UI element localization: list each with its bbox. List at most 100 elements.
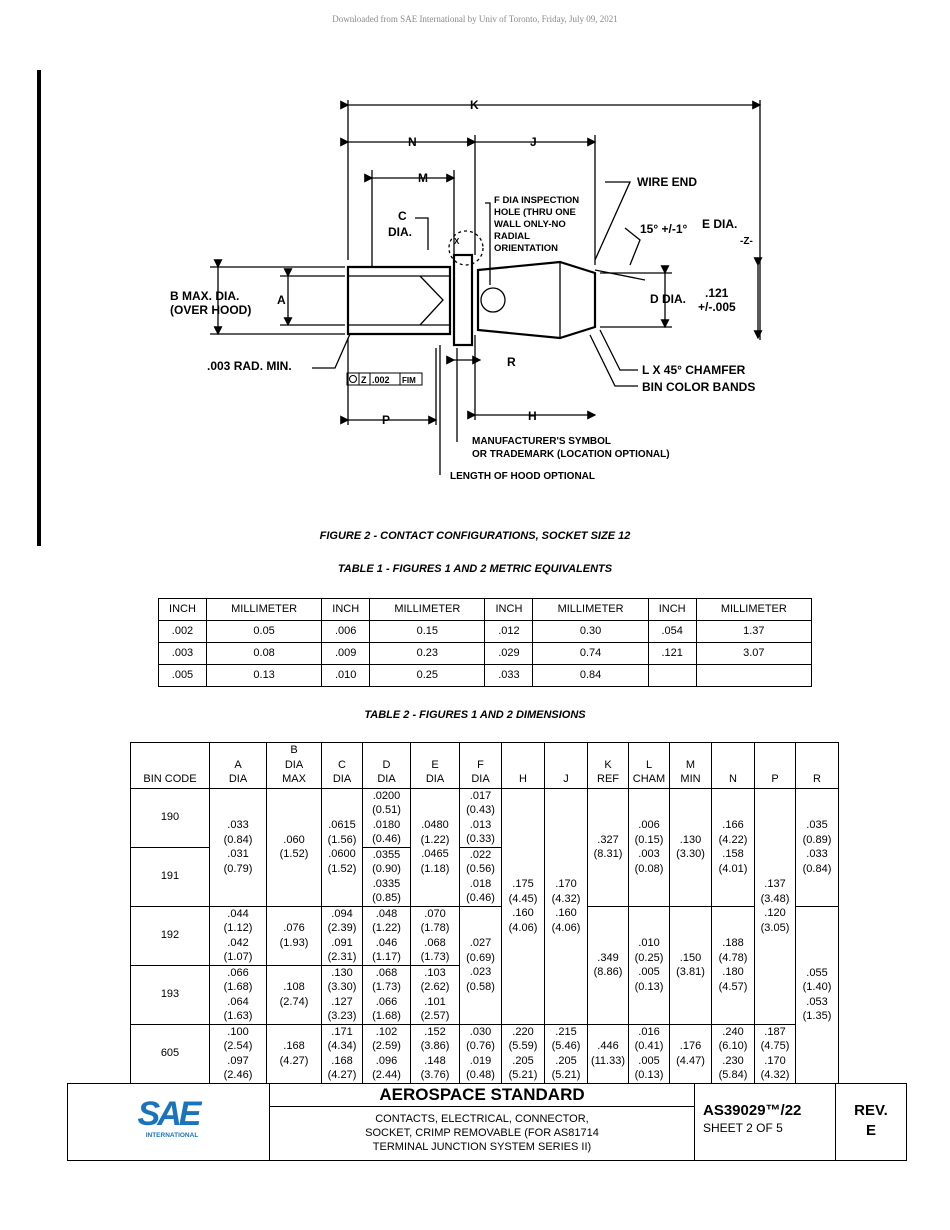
- c-dia-cell: .0615 (1.56) .0600 (1.52): [321, 787, 363, 907]
- header-cell: INCH: [158, 598, 207, 621]
- table-row: 191 .0355 (0.90) .0335 (0.85) .022 (0.56…: [130, 846, 839, 907]
- svg-text:L X 45° CHAMFER: L X 45° CHAMFER: [642, 363, 746, 377]
- table-row: 193 .066 (1.68) .064 (1.63) .108 (2.74) …: [130, 964, 839, 1025]
- k-ref-cell: .349 (8.86): [587, 905, 629, 1025]
- b-dia-cell: .060 (1.52): [266, 787, 322, 907]
- table-cell: 0.30: [532, 620, 649, 643]
- download-note: Downloaded from SAE International by Uni…: [332, 14, 618, 24]
- table-cell: 0.25: [369, 664, 486, 687]
- svg-text:ORIENTATION: ORIENTATION: [494, 243, 558, 254]
- svg-text:N: N: [408, 135, 417, 149]
- svg-text:X: X: [454, 237, 460, 246]
- bin-code-cell: 192: [130, 905, 210, 966]
- svg-text:OR TRADEMARK (LOCATION OPTIONA: OR TRADEMARK (LOCATION OPTIONAL): [472, 449, 670, 460]
- f-dia-cell: .017 (0.43) .013 (0.33): [459, 787, 502, 848]
- c-dia-cell: .130 (3.30) .127 (3.23): [321, 964, 363, 1025]
- header-cell: MILLIMETER: [205, 598, 323, 621]
- change-bar: [37, 70, 41, 546]
- figure-caption: FIGURE 2 - CONTACT CONFIGURATIONS, SOCKE…: [319, 530, 631, 542]
- header-cell: A DIA: [209, 742, 267, 789]
- header-cell: K REF: [587, 742, 629, 789]
- e-dia-cell: .103 (2.62) .101 (2.57): [410, 964, 460, 1025]
- header-cell: B DIA MAX: [266, 742, 322, 789]
- d-dia-cell: .068 (1.73) .066 (1.68): [362, 964, 411, 1025]
- f-dia-cell: .022 (0.56) .018 (0.46): [459, 846, 502, 907]
- header-cell: L CHAM: [628, 742, 670, 789]
- bin-code-cell: 190: [130, 787, 210, 848]
- h-cell: .220 (5.59) .205 (5.21): [501, 1023, 545, 1084]
- m-min-cell: .150 (3.81): [669, 905, 712, 1025]
- standard-title: AEROSPACE STANDARD: [270, 1084, 694, 1107]
- header-cell: P: [754, 742, 796, 789]
- l-cham-cell: .010 (0.25) .005 (0.13): [628, 905, 670, 1025]
- header-cell: N: [711, 742, 755, 789]
- header-cell: C DIA: [321, 742, 363, 789]
- svg-text:K: K: [470, 98, 479, 112]
- bin-code-cell: 193: [130, 964, 210, 1025]
- d-dia-cell: .0355 (0.90) .0335 (0.85): [362, 846, 411, 907]
- header-cell: M MIN: [669, 742, 712, 789]
- svg-text:BIN COLOR BANDS: BIN COLOR BANDS: [642, 380, 755, 394]
- contact-drawing: K N J M C DIA. X F DIA INSPECTION HOLE (…: [170, 98, 763, 482]
- sae-logo-icon: SAE INTERNATIONAL: [138, 1095, 206, 1139]
- sae-logo: SAE INTERNATIONAL: [68, 1084, 270, 1160]
- table-cell: 0.15: [369, 620, 486, 643]
- title-block-description: AEROSPACE STANDARD CONTACTS, ELECTRICAL,…: [270, 1084, 695, 1160]
- table-cell: .002: [158, 620, 207, 643]
- svg-text:.002: .002: [372, 375, 390, 385]
- dimensions-table: BIN CODE A DIA B DIA MAX C DIA D DIA E D…: [130, 742, 839, 1084]
- b-dia-cell: .076 (1.93): [266, 905, 322, 966]
- revision-label: REV.: [854, 1102, 888, 1119]
- svg-text:FIM: FIM: [402, 376, 416, 385]
- n-cell: .240 (6.10) .230 (5.84): [711, 1023, 755, 1084]
- description-line: TERMINAL JUNCTION SYSTEM SERIES II): [372, 1141, 592, 1153]
- header-cell: D DIA: [362, 742, 411, 789]
- p-cell: .187 (4.75) .170 (4.32): [754, 1023, 796, 1084]
- table-cell: .010: [321, 664, 371, 687]
- table-cell: .006: [321, 620, 371, 643]
- table-cell: 1.37: [695, 620, 813, 643]
- svg-text:B MAX. DIA.: B MAX. DIA.: [170, 289, 239, 303]
- table1-title: TABLE 1 - FIGURES 1 AND 2 METRIC EQUIVAL…: [337, 563, 613, 575]
- table-header-row: BIN CODE A DIA B DIA MAX C DIA D DIA E D…: [130, 742, 839, 789]
- sheet-number: SHEET 2 OF 5: [703, 1121, 783, 1135]
- table-cell: 0.08: [205, 642, 323, 665]
- title-block: SAE INTERNATIONAL AEROSPACE STANDARD CON…: [67, 1083, 907, 1161]
- table-row: 605 .100 (2.54) .097 (2.46) .168 (4.27) …: [130, 1023, 839, 1084]
- table-cell: 0.23: [369, 642, 486, 665]
- header-cell: E DIA: [410, 742, 460, 789]
- svg-text:RADIAL: RADIAL: [494, 231, 530, 242]
- b-dia-cell: .108 (2.74): [266, 964, 322, 1025]
- svg-text:Z: Z: [361, 375, 367, 385]
- description-line: CONTACTS, ELECTRICAL, CONNECTOR,: [375, 1113, 589, 1125]
- table-header-row: INCH MILLIMETER INCH MILLIMETER INCH MIL…: [158, 598, 813, 621]
- j-cell: .215 (5.46) .205 (5.21): [544, 1023, 588, 1084]
- svg-text:LENGTH OF HOOD OPTIONAL: LENGTH OF HOOD OPTIONAL: [450, 471, 595, 482]
- table-cell: .033: [484, 664, 534, 687]
- a-dia-cell: .044 (1.12) .042 (1.07): [209, 905, 267, 966]
- f-dia-cell: .027 (0.69) .023 (0.58): [459, 905, 502, 1025]
- feature-control-frame: Z .002 FIM: [346, 372, 423, 386]
- header-cell: J: [544, 742, 588, 789]
- table-cell: 3.07: [695, 642, 813, 665]
- d-dia-cell: .102 (2.59) .096 (2.44): [362, 1023, 411, 1084]
- table2-title: TABLE 2 - FIGURES 1 AND 2 DIMENSIONS: [364, 709, 586, 721]
- bin-code-cell: 605: [130, 1023, 210, 1084]
- m-min-cell: .176 (4.47): [669, 1023, 712, 1084]
- j-cell: .170 (4.32) .160 (4.06): [544, 787, 588, 1025]
- svg-text:C: C: [398, 209, 407, 223]
- c-dia-cell: .171 (4.34) .168 (4.27): [321, 1023, 363, 1084]
- table-cell: 0.74: [532, 642, 649, 665]
- description-line: SOCKET, CRIMP REMOVABLE (FOR AS81714: [365, 1127, 599, 1139]
- c-dia-cell: .094 (2.39) .091 (2.31): [321, 905, 363, 966]
- metric-equivalents-table: INCH MILLIMETER INCH MILLIMETER INCH MIL…: [158, 598, 813, 687]
- table-cell: .054: [647, 620, 697, 643]
- svg-text:-Z-: -Z-: [740, 236, 753, 247]
- n-cell: .166 (4.22) .158 (4.01): [711, 787, 755, 907]
- svg-text:WIRE END: WIRE END: [637, 175, 697, 189]
- f-dia-cell: .030 (0.76) .019 (0.48): [459, 1023, 502, 1084]
- n-cell: .188 (4.78) .180 (4.57): [711, 905, 755, 1025]
- h-cell: .175 (4.45) .160 (4.06): [501, 787, 545, 1025]
- svg-text:WALL ONLY-NO: WALL ONLY-NO: [494, 219, 566, 230]
